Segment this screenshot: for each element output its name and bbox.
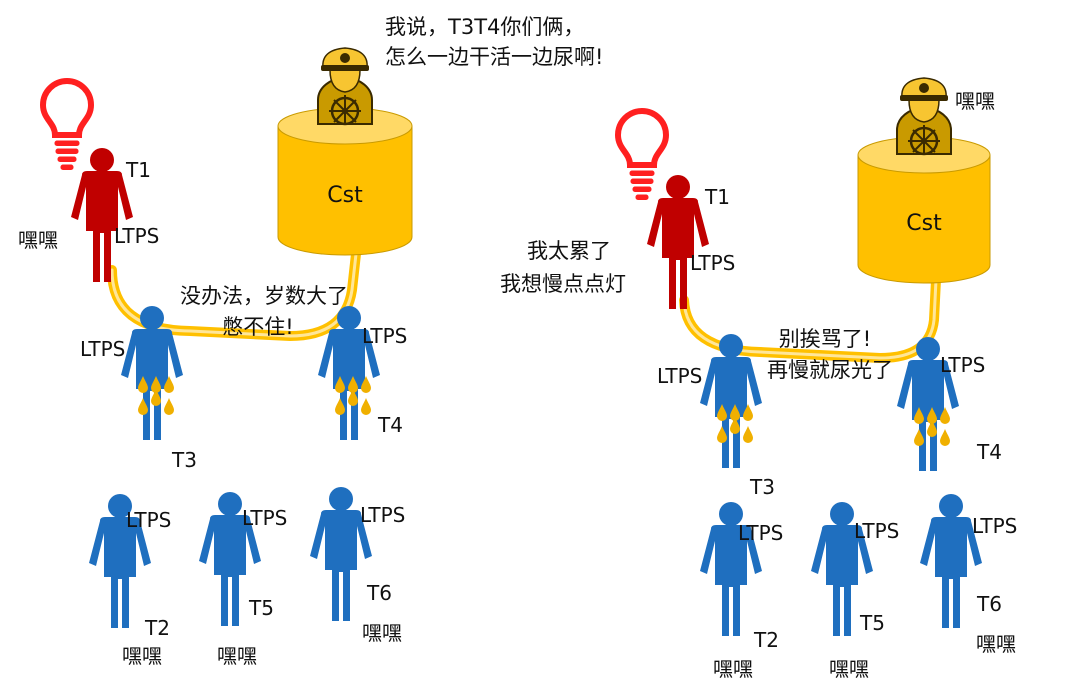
right-t1-speech-line1: 我太累了 <box>527 239 611 263</box>
left-cst-speech-line1: 我说，T3T4你们俩， <box>385 15 584 39</box>
left-t1-person-icon <box>71 148 133 282</box>
left-t2-side-text: 嘿嘿 <box>122 644 162 668</box>
left-cst-cylinder <box>277 107 413 256</box>
right-t3t4-speech-line2: 再慢就尿光了 <box>767 358 893 382</box>
right-lightbulb-icon <box>618 111 666 200</box>
right-t5-side-text: 嘿嘿 <box>829 657 869 681</box>
right-t5-ltps: LTPS <box>854 519 899 543</box>
left-panel: Cst 我说，T3T4你们俩， 怎么一边干活一边尿啊! T1 LTPS 嘿嘿 L… <box>18 15 603 668</box>
right-captain-icon <box>895 76 953 156</box>
left-t3t4-speech-line2: 憋不住! <box>222 315 293 339</box>
left-t4-ltps: LTPS <box>362 324 407 348</box>
right-t1-person-icon <box>647 175 709 309</box>
right-t4-ltps: LTPS <box>940 353 985 377</box>
right-t2-side-text: 嘿嘿 <box>713 657 753 681</box>
left-t6-side-text: 嘿嘿 <box>362 621 402 645</box>
right-t3-ltps: LTPS <box>657 364 702 388</box>
left-lightbulb-icon <box>43 81 91 170</box>
right-cst-cylinder <box>857 136 991 284</box>
left-cst-speech-line2: 怎么一边干活一边尿啊! <box>385 45 603 69</box>
left-t3-label: T3 <box>171 448 197 472</box>
left-t1-ltps: LTPS <box>114 224 159 248</box>
left-cst-label: Cst <box>327 183 363 208</box>
right-cst-label: Cst <box>906 211 942 236</box>
left-t1-side-text: 嘿嘿 <box>18 228 58 252</box>
right-t6-label: T6 <box>976 592 1002 616</box>
left-t3-ltps: LTPS <box>80 337 125 361</box>
left-t2-label: T2 <box>144 616 170 640</box>
left-t5-ltps: LTPS <box>242 506 287 530</box>
right-panel: Cst 嘿嘿 T1 LTPS 我太累了 我想慢点点灯 LTPS T3 LTPS … <box>500 76 1017 681</box>
right-t3t4-speech-line1: 别挨骂了! <box>779 327 871 351</box>
right-t4-label: T4 <box>976 440 1002 464</box>
right-t2-label: T2 <box>753 628 779 652</box>
right-t1-speech-line2: 我想慢点点灯 <box>500 272 626 296</box>
right-t6-ltps: LTPS <box>972 514 1017 538</box>
left-t6-ltps: LTPS <box>360 503 405 527</box>
left-captain-icon <box>316 46 374 126</box>
left-t2-ltps: LTPS <box>126 508 171 532</box>
right-t6-side-text: 嘿嘿 <box>976 632 1016 656</box>
right-t5-label: T5 <box>859 611 885 635</box>
left-t3t4-speech-line1: 没办法，岁数大了 <box>180 284 348 308</box>
left-t5-label: T5 <box>248 596 274 620</box>
right-t1-label: T1 <box>704 185 730 209</box>
left-t6-label: T6 <box>366 581 392 605</box>
right-t1-ltps: LTPS <box>690 251 735 275</box>
left-t4-label: T4 <box>377 413 403 437</box>
left-t1-label: T1 <box>125 158 151 182</box>
left-t5-side-text: 嘿嘿 <box>217 644 257 668</box>
right-captain-text: 嘿嘿 <box>955 89 995 113</box>
right-t3-label: T3 <box>749 475 775 499</box>
right-t2-ltps: LTPS <box>738 521 783 545</box>
